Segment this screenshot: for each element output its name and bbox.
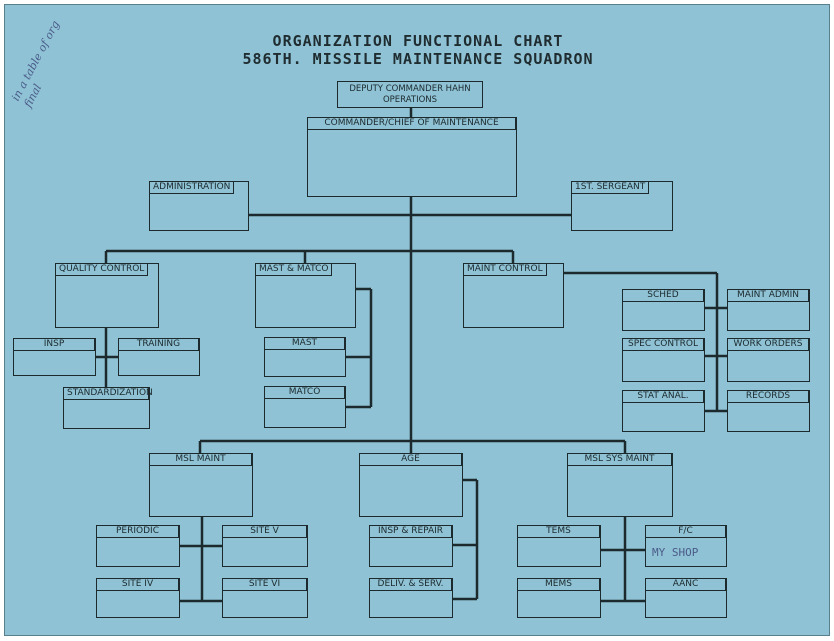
box-deliv-serv: DELIV. & SERV.	[369, 578, 453, 618]
label-aanc: AANC	[646, 579, 726, 591]
box-sched: SCHED	[622, 289, 705, 331]
label-deputy-commander: DEPUTY COMMANDER HAHN OPERATIONS	[338, 82, 482, 107]
box-maint-control: MAINT CONTROL	[463, 263, 564, 328]
box-administration: ADMINISTRATION	[149, 181, 249, 231]
box-first-sergeant: 1ST. SERGEANT	[571, 181, 673, 231]
box-age: AGE	[359, 453, 463, 517]
box-site-vi: SITE VI	[222, 578, 308, 618]
box-site-iv: SITE IV	[96, 578, 180, 618]
label-standardization: STANDARDIZATION	[64, 388, 153, 400]
box-standardization: STANDARDIZATION	[63, 387, 153, 429]
box-work-orders: WORK ORDERS	[727, 338, 810, 382]
chart-title: ORGANIZATION FUNCTIONAL CHART	[272, 32, 564, 50]
label-maint-control: MAINT CONTROL	[464, 264, 547, 276]
box-matco: MATCO	[264, 386, 346, 428]
label-work-orders: WORK ORDERS	[728, 339, 809, 351]
label-deliv-serv: DELIV. & SERV.	[370, 579, 452, 591]
box-insp: INSP	[13, 338, 96, 376]
label-msl-sys-maint: MSL SYS MAINT	[568, 454, 672, 466]
box-commander: COMMANDER/CHIEF OF MAINTENANCE	[307, 117, 517, 197]
box-mems: MEMS	[517, 578, 601, 618]
label-maint-admin: MAINT ADMIN	[728, 290, 809, 302]
handwritten-note-my-shop: MY SHOP	[652, 546, 699, 559]
box-stat-anal: STAT ANAL.	[622, 390, 705, 432]
label-fc: F/C	[646, 526, 726, 538]
label-insp-repair: INSP & REPAIR	[370, 526, 452, 538]
box-aanc: AANC	[645, 578, 727, 618]
box-mast-matco: MAST & MATCO	[255, 263, 356, 328]
label-records: RECORDS	[728, 391, 809, 403]
org-chart-sheet: ORGANIZATION FUNCTIONAL CHART 586TH. MIS…	[4, 4, 830, 636]
label-commander: COMMANDER/CHIEF OF MAINTENANCE	[308, 118, 516, 130]
label-first-sergeant: 1ST. SERGEANT	[572, 182, 650, 194]
box-tems: TEMS	[517, 525, 601, 567]
label-msl-maint: MSL MAINT	[150, 454, 252, 466]
box-mast: MAST	[264, 337, 346, 377]
box-periodic: PERIODIC	[96, 525, 180, 567]
box-insp-repair: INSP & REPAIR	[369, 525, 453, 567]
label-tems: TEMS	[518, 526, 600, 538]
box-quality-control: QUALITY CONTROL	[55, 263, 159, 328]
label-quality-control: QUALITY CONTROL	[56, 264, 149, 276]
box-spec-control: SPEC CONTROL	[622, 338, 705, 382]
label-site-iv: SITE IV	[97, 579, 179, 591]
label-periodic: PERIODIC	[97, 526, 179, 538]
label-age: AGE	[360, 454, 462, 466]
box-maint-admin: MAINT ADMIN	[727, 289, 810, 331]
box-records: RECORDS	[727, 390, 810, 432]
box-fc: F/C MY SHOP	[645, 525, 727, 567]
label-sched: SCHED	[623, 290, 704, 302]
label-administration: ADMINISTRATION	[150, 182, 235, 194]
box-site-v: SITE V	[222, 525, 308, 567]
label-matco: MATCO	[265, 387, 345, 399]
box-msl-maint: MSL MAINT	[149, 453, 253, 517]
box-deputy-commander: DEPUTY COMMANDER HAHN OPERATIONS	[337, 81, 483, 108]
box-training: TRAINING	[118, 338, 200, 376]
label-site-vi: SITE VI	[223, 579, 307, 591]
chart-subtitle: 586TH. MISSILE MAINTENANCE SQUADRON	[242, 50, 594, 68]
label-stat-anal: STAT ANAL.	[623, 391, 704, 403]
box-msl-sys-maint: MSL SYS MAINT	[567, 453, 673, 517]
label-mast-matco: MAST & MATCO	[256, 264, 333, 276]
label-insp: INSP	[14, 339, 95, 351]
label-training: TRAINING	[119, 339, 199, 351]
connector-lines	[96, 107, 727, 603]
label-mems: MEMS	[518, 579, 600, 591]
label-site-v: SITE V	[223, 526, 307, 538]
label-spec-control: SPEC CONTROL	[623, 339, 704, 351]
label-mast: MAST	[265, 338, 345, 350]
